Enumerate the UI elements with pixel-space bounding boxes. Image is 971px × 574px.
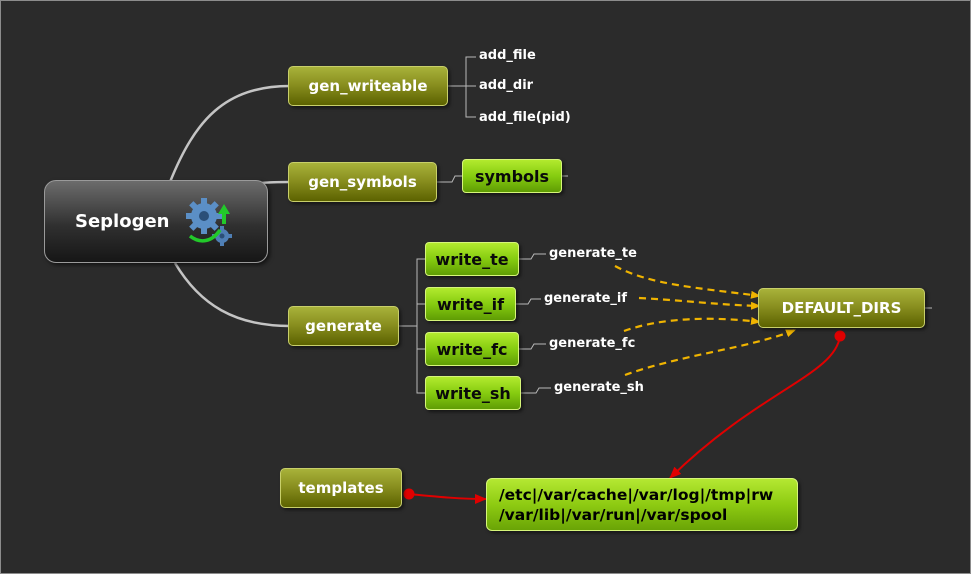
red-arrow-templates-to-paths (408, 493, 487, 504)
gears-icon (184, 196, 236, 248)
node-templates[interactable]: templates (280, 468, 402, 508)
root-node-seplogen[interactable]: Seplogen (44, 180, 268, 263)
node-dirs-list[interactable]: /etc|/var/cache|/var/log|/tmp|rw /var/li… (486, 478, 798, 531)
node-write-fc[interactable]: write_fc (425, 332, 519, 366)
node-default-dirs[interactable]: DEFAULT_DIRS (758, 288, 925, 328)
branch-connector-gen-symbols (261, 180, 291, 185)
node-write-if[interactable]: write_if (425, 287, 516, 321)
item-add-file-pid[interactable]: add_file(pid) (479, 110, 571, 125)
node-write-sh[interactable]: write_sh (425, 376, 521, 410)
branch-connector-generate (173, 262, 291, 328)
dashed-arrow-fc (623, 316, 761, 333)
node-symbols[interactable]: symbols (462, 159, 562, 193)
label-generate-fc[interactable]: generate_fc (549, 336, 636, 351)
branch-connector-gen-writeable (168, 84, 291, 183)
node-gen-symbols[interactable]: gen_symbols (288, 162, 437, 202)
item-add-dir[interactable]: add_dir (479, 78, 534, 93)
dashed-arrow-te (614, 265, 761, 299)
dashed-arrow-sh (624, 328, 796, 377)
red-arrow-default-to-paths (669, 335, 841, 479)
dashed-arrow-if (638, 296, 761, 310)
node-write-te[interactable]: write_te (425, 242, 519, 276)
root-label: Seplogen (75, 211, 170, 232)
node-generate[interactable]: generate (288, 306, 399, 346)
node-gen-writeable[interactable]: gen_writeable (288, 66, 448, 106)
label-generate-if[interactable]: generate_if (544, 291, 628, 306)
dirs-line-1: /etc|/var/cache|/var/log|/tmp|rw (499, 485, 774, 504)
item-add-file[interactable]: add_file (479, 48, 536, 63)
dirs-line-2: /var/lib|/var/run|/var/spool (499, 505, 728, 524)
label-generate-te[interactable]: generate_te (549, 246, 637, 261)
label-generate-sh[interactable]: generate_sh (554, 380, 644, 395)
